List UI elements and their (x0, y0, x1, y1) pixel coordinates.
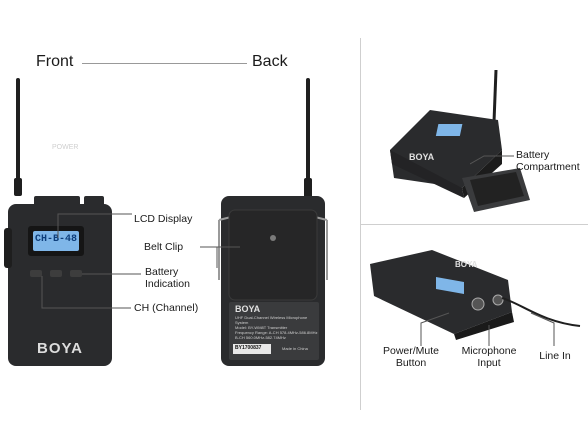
belt-clip-callout: Belt Clip (144, 241, 184, 253)
microphone-input-callout: Microphone Input (461, 345, 517, 369)
battery-indication-callout: Battery Indication (145, 266, 190, 290)
front-brand-logo: BOYA (37, 340, 83, 357)
front-transmitter (4, 78, 112, 366)
spec-line: Frequency Range: A-CH 578.4MHz-586.8MHz (235, 330, 318, 335)
heading-connector-line (82, 63, 247, 64)
ch-channel-callout: CH (Channel) (134, 302, 199, 314)
line-in-callout: Line In (539, 350, 571, 362)
power-label: POWER (52, 144, 79, 151)
lcd-display-callout: LCD Display (134, 213, 193, 225)
side-brand-logo: BOYA (455, 260, 478, 269)
battery-compartment-callout: Battery Compartment (516, 149, 580, 173)
spec-line: Model: BY-WM8T Transmitter (235, 325, 288, 330)
front-heading: Front (36, 53, 74, 70)
back-brand-logo: BOYA (235, 304, 261, 314)
spec-line: UHF Dual-Channel Wireless Microphone Sys… (235, 315, 308, 325)
back-transmitter (218, 78, 328, 366)
battery-view-device (390, 69, 530, 212)
side-view-device (370, 250, 581, 340)
battery-callout-line (470, 155, 514, 165)
spec-line: B-CH 560.0MHz-582.74MHz (235, 335, 286, 340)
panel-divider-vertical (360, 38, 361, 410)
serial-number: BY1700837 (235, 345, 262, 351)
lcd-readout: CH-B-48 (34, 234, 77, 245)
top-right-brand-logo: BOYA (409, 152, 435, 162)
back-heading: Back (252, 53, 288, 70)
callout-lines-side (420, 312, 555, 346)
made-in-label: Made in China (282, 346, 308, 351)
callout-lines-front-back (41, 213, 240, 309)
panel-divider-horizontal (361, 224, 588, 225)
power-mute-callout: Power/Mute Button (382, 345, 440, 369)
back-spec-label: UHF Dual-Channel Wireless Microphone Sys… (235, 315, 319, 340)
